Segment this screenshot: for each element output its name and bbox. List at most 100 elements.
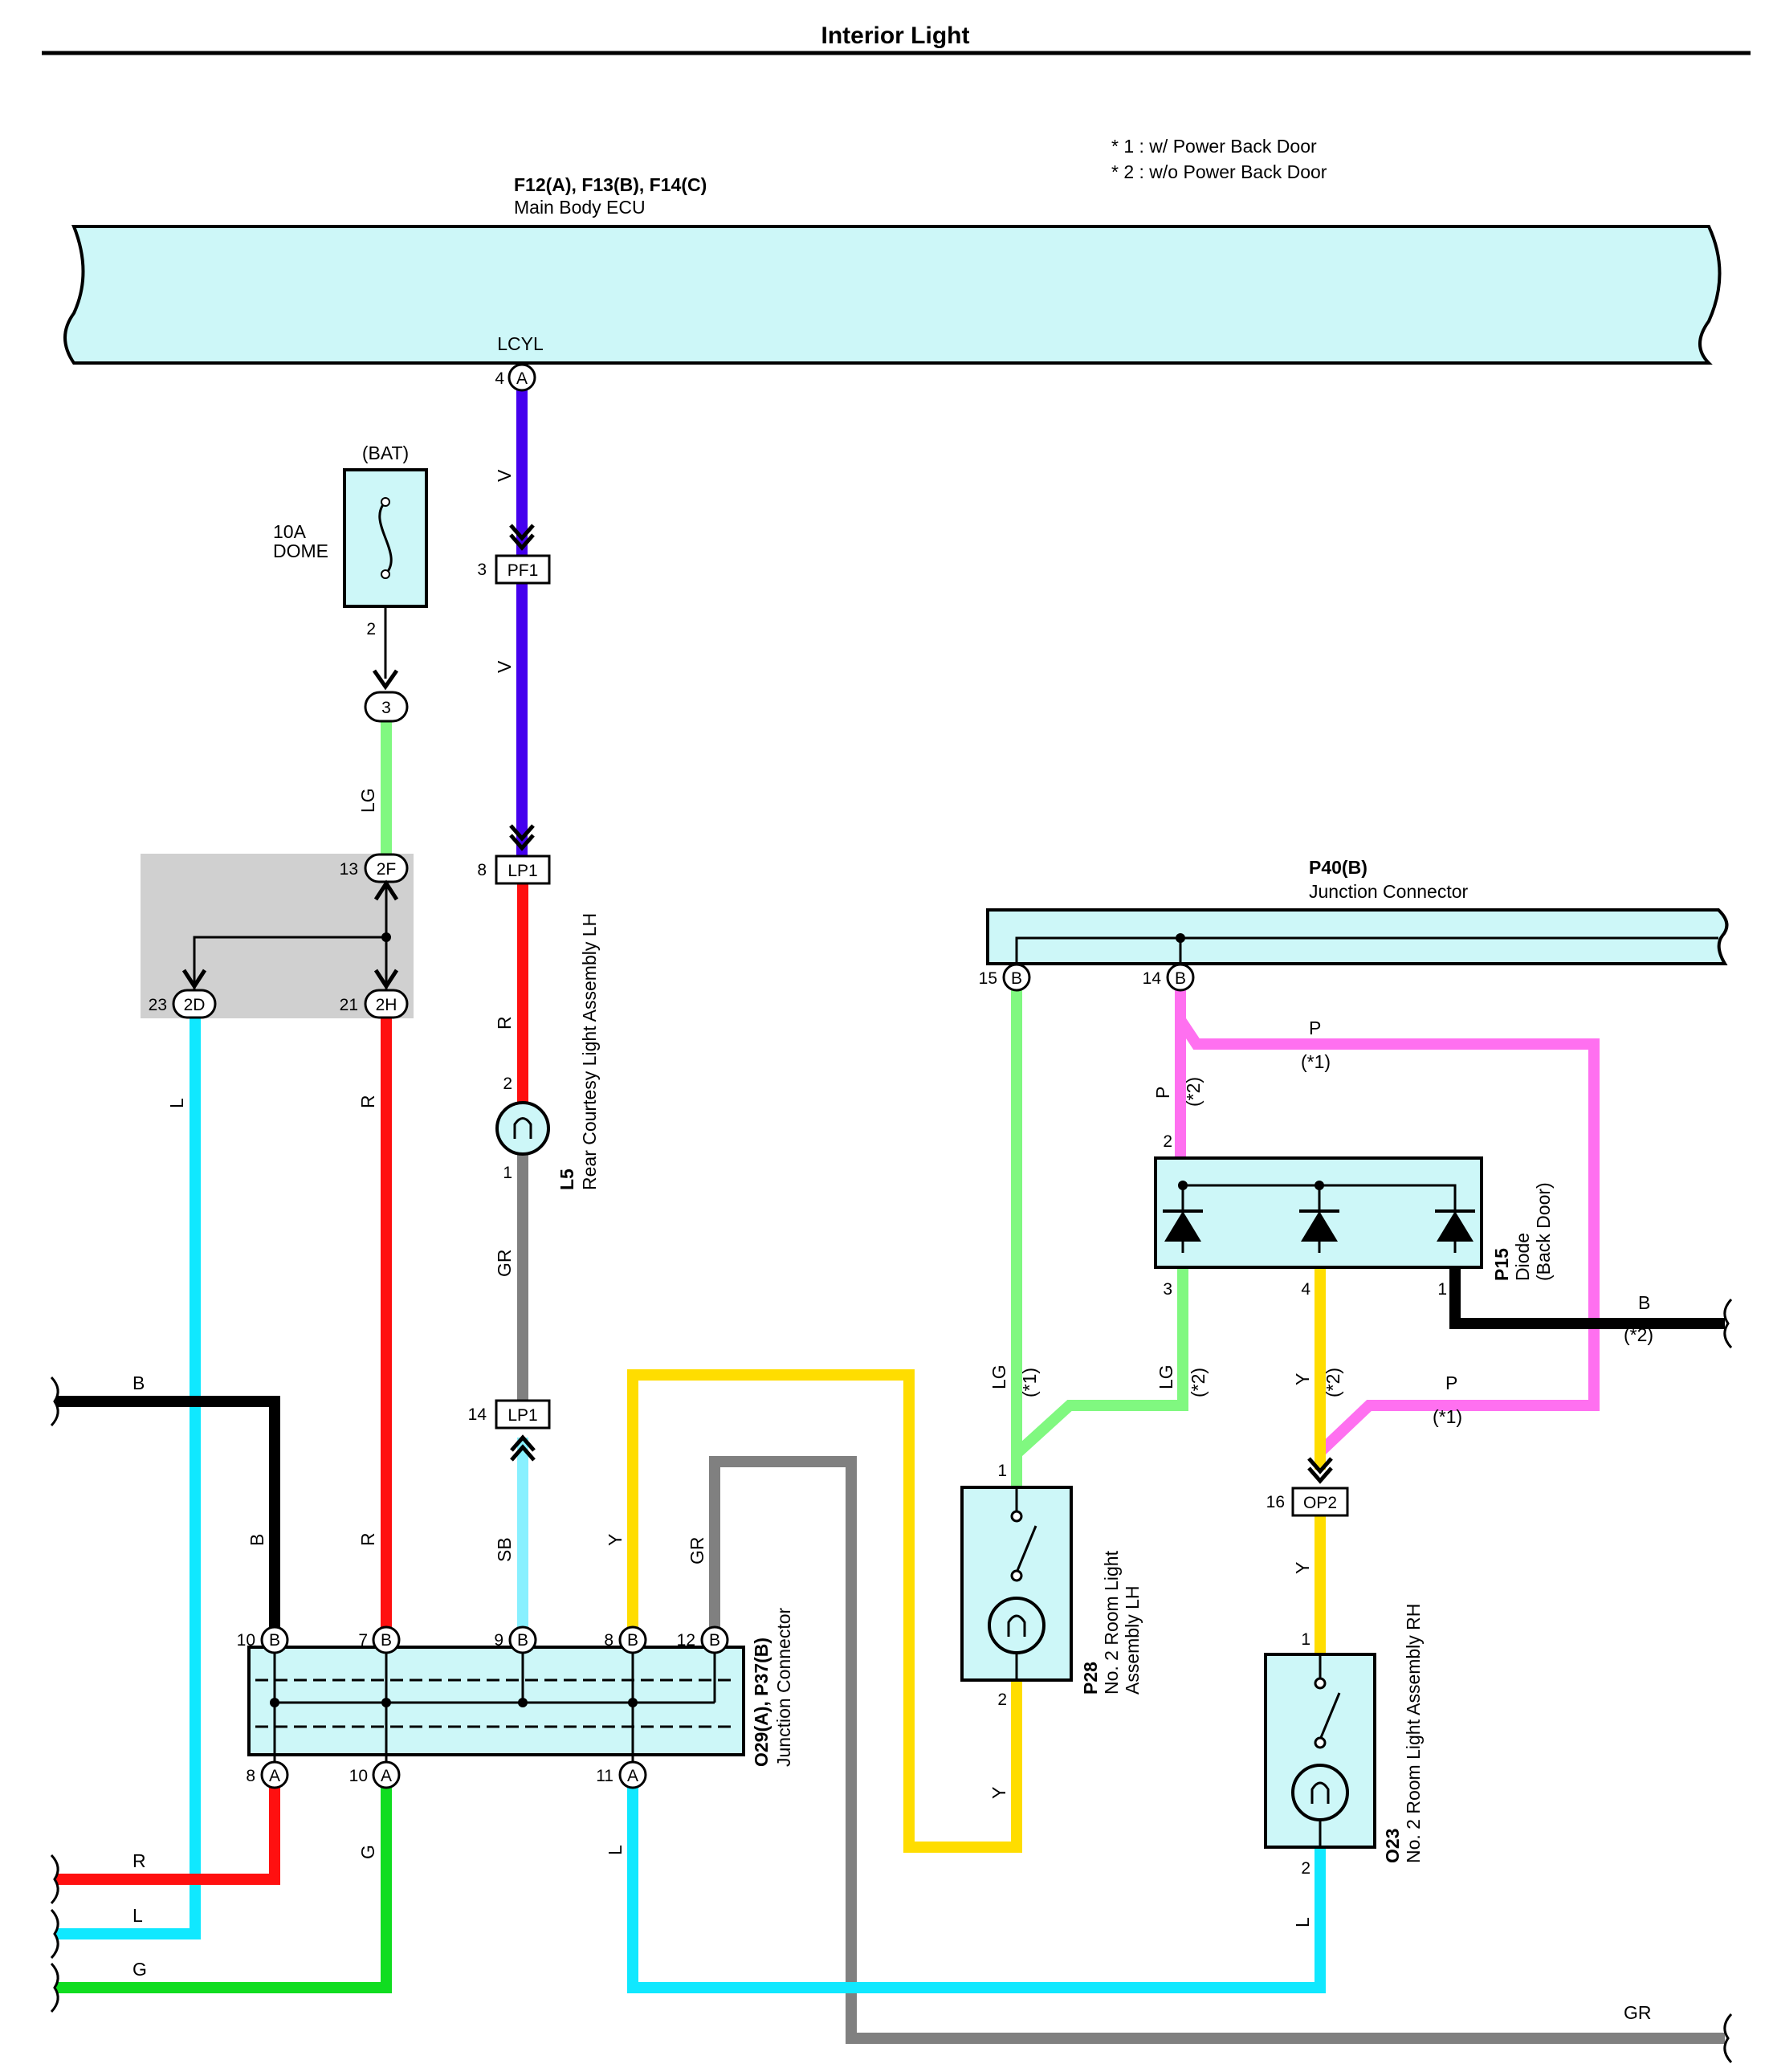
o29-pin-7B: 7 B (358, 1625, 401, 1654)
main-body-ecu-box (63, 225, 1722, 365)
op2-pin: 16 (1266, 1493, 1285, 1511)
wire-label-y-op2-s2: (*2) (1323, 1368, 1343, 1397)
wire-label-p-diode: P (1152, 1087, 1173, 1099)
p15-pin-1: 1 (1437, 1280, 1447, 1299)
pf1-pin: 3 (477, 561, 487, 579)
wire-r-o29-left (56, 1788, 280, 1885)
o29-code: O29(A), P37(B) (751, 1638, 772, 1767)
svg-text:8: 8 (604, 1631, 613, 1650)
o29-name: Junction Connector (773, 1607, 794, 1767)
wire-label-lg-p28-s1: (*1) (1019, 1368, 1040, 1397)
svg-text:9: 9 (494, 1631, 503, 1650)
svg-text:A: A (381, 1767, 392, 1785)
wire-label-y-op2: Y (1292, 1373, 1313, 1385)
svg-text:B: B (269, 1631, 280, 1650)
ecu-pin-number: 4 (495, 369, 504, 388)
wire-label-l-bottom: L (132, 1905, 143, 1926)
l5-pin-top: 2 (503, 1075, 512, 1093)
lp1-top-box (495, 854, 551, 885)
wire-label-r-lp1: R (494, 1016, 515, 1030)
jb-node-3-shape (364, 691, 409, 723)
p28-name: No. 2 Room Light (1101, 1550, 1122, 1695)
fuse-rating: 10A (273, 521, 307, 542)
wire-label-lg-diode: LG (1156, 1364, 1176, 1389)
wires (50, 390, 1733, 2064)
wire-l-o29-o23 (627, 1788, 1326, 1993)
wire-b-diode-right (1449, 1267, 1725, 1329)
o23-bulb-icon (1291, 1764, 1349, 1821)
diagram-title: Interior Light (821, 22, 970, 49)
wire-label-gr-o29: GR (687, 1537, 707, 1565)
jb-splice (381, 932, 391, 942)
wire-label-r-2h: R (357, 1095, 378, 1108)
p28-pin-1: 1 (997, 1462, 1007, 1480)
ecu-pin-conn: A (516, 369, 528, 388)
break-left-g (50, 1962, 59, 2013)
chevron-lp1-bottom-b (510, 1434, 536, 1452)
break-right-b (1723, 1298, 1733, 1349)
jb-pin-23: 23 (149, 996, 167, 1014)
svg-text:14: 14 (1143, 969, 1162, 988)
o23-switch-blade (1319, 1692, 1341, 1740)
o23-code: O23 (1382, 1829, 1403, 1863)
wire-label-g-o29: G (357, 1845, 378, 1859)
wire-label-b-right-s2: (*2) (1624, 1324, 1653, 1345)
p40-pin-15B: 15 B (979, 963, 1031, 992)
o29-pin-12B: 12 B (677, 1625, 729, 1654)
p40-splice (1176, 933, 1185, 943)
p15-name2: (Back Door) (1533, 1182, 1554, 1281)
svg-text:B: B (381, 1631, 392, 1650)
wire-l-2d-left (56, 1018, 201, 1939)
wire-label-b-right: B (1638, 1292, 1650, 1313)
op2-name: OP2 (1303, 1494, 1337, 1512)
diode-icon (1163, 1209, 1475, 1242)
p28-bulb-icon (988, 1597, 1046, 1654)
svg-text:A: A (269, 1767, 280, 1785)
jb-pin-13: 13 (340, 860, 358, 879)
p15-pin-3: 3 (1163, 1280, 1172, 1299)
wire-label-p-top-s1: (*1) (1301, 1051, 1331, 1072)
fuse-lead-arrow (372, 669, 399, 691)
svg-text:8: 8 (246, 1767, 255, 1785)
p28-switch-pivot (1010, 1510, 1023, 1523)
fuse-source: (BAT) (362, 443, 409, 463)
l5-filament (513, 1117, 532, 1139)
pin-circles: 10 B 7 B 9 B 8 B 12 B 8 A (237, 963, 1195, 1789)
ecu-name: Main Body ECU (514, 197, 646, 218)
wire-g-o29-left (56, 1788, 392, 1993)
svg-text:B: B (627, 1631, 638, 1650)
p15-splice-1 (1178, 1181, 1188, 1190)
fuse-terminal-bottom (381, 569, 390, 579)
svg-text:10: 10 (349, 1767, 368, 1785)
p15-code: P15 (1491, 1248, 1512, 1281)
wire-label-v-1: V (494, 469, 515, 482)
p15-pin-2: 2 (1163, 1132, 1172, 1151)
note-star1: * 1 : w/ Power Back Door (1111, 136, 1317, 157)
op2-box (1291, 1487, 1349, 1517)
wire-label-b-left: B (132, 1372, 145, 1393)
wire-label-l-o29: L (605, 1845, 626, 1855)
chevron-pf1 (509, 524, 535, 541)
wire-gr-o29-right (709, 1456, 1725, 2044)
jb-arrow-down-2d (181, 969, 207, 990)
p15-splice-2 (1315, 1181, 1324, 1190)
o29-pin-9B: 9 B (494, 1625, 537, 1654)
wire-label-y-o29: Y (605, 1534, 626, 1546)
o23-filament (1310, 1781, 1330, 1804)
ecu-terminal-label: LCYL (497, 333, 544, 354)
l5-bulb-icon (495, 1101, 550, 1156)
pf1-name: PF1 (507, 561, 539, 580)
p15-name: Diode (1512, 1233, 1533, 1281)
ecu-pin-circle (507, 363, 536, 392)
p28-switch-blade (1015, 1525, 1037, 1573)
wire-label-p-lower-s1: (*1) (1433, 1406, 1462, 1427)
note-star2: * 2 : w/o Power Back Door (1111, 161, 1327, 182)
lp1-bottom-box (495, 1399, 551, 1430)
chevron-lp1-bottom (510, 1444, 536, 1462)
p28-filament (1007, 1614, 1026, 1637)
jb-arrow-down-2h (373, 969, 399, 990)
svg-text:10: 10 (237, 1631, 255, 1650)
o23-pin-2: 2 (1301, 1859, 1310, 1878)
o29-pin-8A: 8 A (246, 1760, 289, 1789)
break-left-r (50, 1854, 59, 1905)
